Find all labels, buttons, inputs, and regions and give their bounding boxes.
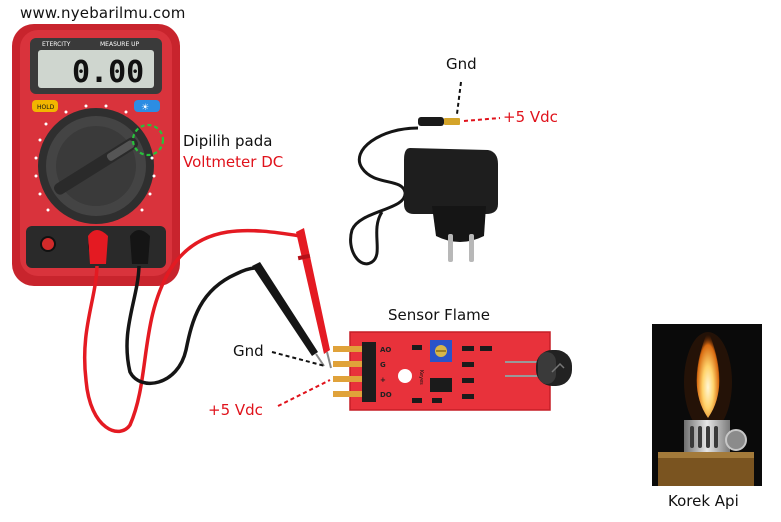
comparator-chip (430, 378, 452, 392)
sensor-vdc-label: +5 Vdc (208, 401, 263, 419)
hold-button[interactable] (32, 100, 58, 112)
multimeter-model: MEASURE UP (100, 41, 140, 48)
svg-text:HOLD: HOLD (37, 104, 55, 111)
backlight-button[interactable] (134, 100, 160, 112)
lcd-reading: 0.00 (72, 55, 144, 90)
adapter-vdc-pointer (463, 117, 501, 122)
adapter-prong-right (469, 234, 474, 262)
red-probe-plug (88, 230, 108, 264)
adapter-body (404, 148, 498, 214)
multimeter-brand: ETERCITY (42, 41, 71, 48)
sensor-vdc-pointer (277, 379, 331, 407)
dial-scale-marks (34, 104, 156, 212)
selected-mode-label: Voltmeter DC (183, 153, 284, 171)
pin-label-do: DO (380, 391, 392, 399)
black-probe-wire (125, 265, 257, 386)
sun-icon: ☀ (141, 103, 149, 113)
pin-label-ao: AO (380, 346, 391, 354)
lighter-caption: Korek Api (668, 492, 739, 510)
flame (696, 330, 720, 418)
red-probe[interactable] (296, 228, 332, 369)
jack-10a[interactable] (40, 236, 56, 252)
pin-label-plus: + (380, 376, 386, 384)
dc-plug (418, 117, 444, 126)
sensor-title: Sensor Flame (388, 306, 491, 324)
site-watermark: www.nyebarilmu.com (20, 4, 186, 22)
black-probe[interactable] (252, 262, 325, 367)
smd-components (412, 345, 492, 403)
dc-plug-tip (444, 118, 460, 125)
lighter-wheel (725, 429, 747, 451)
sensor-gnd-pointer (271, 351, 326, 367)
header-pins (333, 342, 376, 402)
flame-sensor-board: AO G + DO Keyes (333, 331, 572, 411)
adapter-vdc-label: +5 Vdc (503, 108, 558, 126)
mounting-hole (398, 369, 412, 383)
power-adapter (349, 117, 498, 266)
chip-label: Keyes (418, 370, 424, 385)
adapter-gnd-pointer (456, 81, 462, 115)
adapter-prong-left (448, 234, 453, 262)
selected-label: Dipilih pada (183, 132, 273, 150)
range-dial-knob[interactable] (52, 126, 140, 206)
selected-range-highlight (131, 123, 165, 157)
sensor-gnd-label: Gnd (233, 342, 264, 360)
adapter-gnd-label: Gnd (446, 55, 477, 73)
pin-label-g: G (380, 361, 386, 369)
red-probe-wire (82, 228, 301, 434)
lighter-photo (652, 324, 762, 486)
adapter-cable (349, 126, 419, 266)
lcd-screen (38, 50, 154, 88)
multimeter: ETERCITY MEASURE UP 0.00 HOLD ☀ (12, 24, 180, 286)
black-probe-plug (130, 230, 150, 264)
